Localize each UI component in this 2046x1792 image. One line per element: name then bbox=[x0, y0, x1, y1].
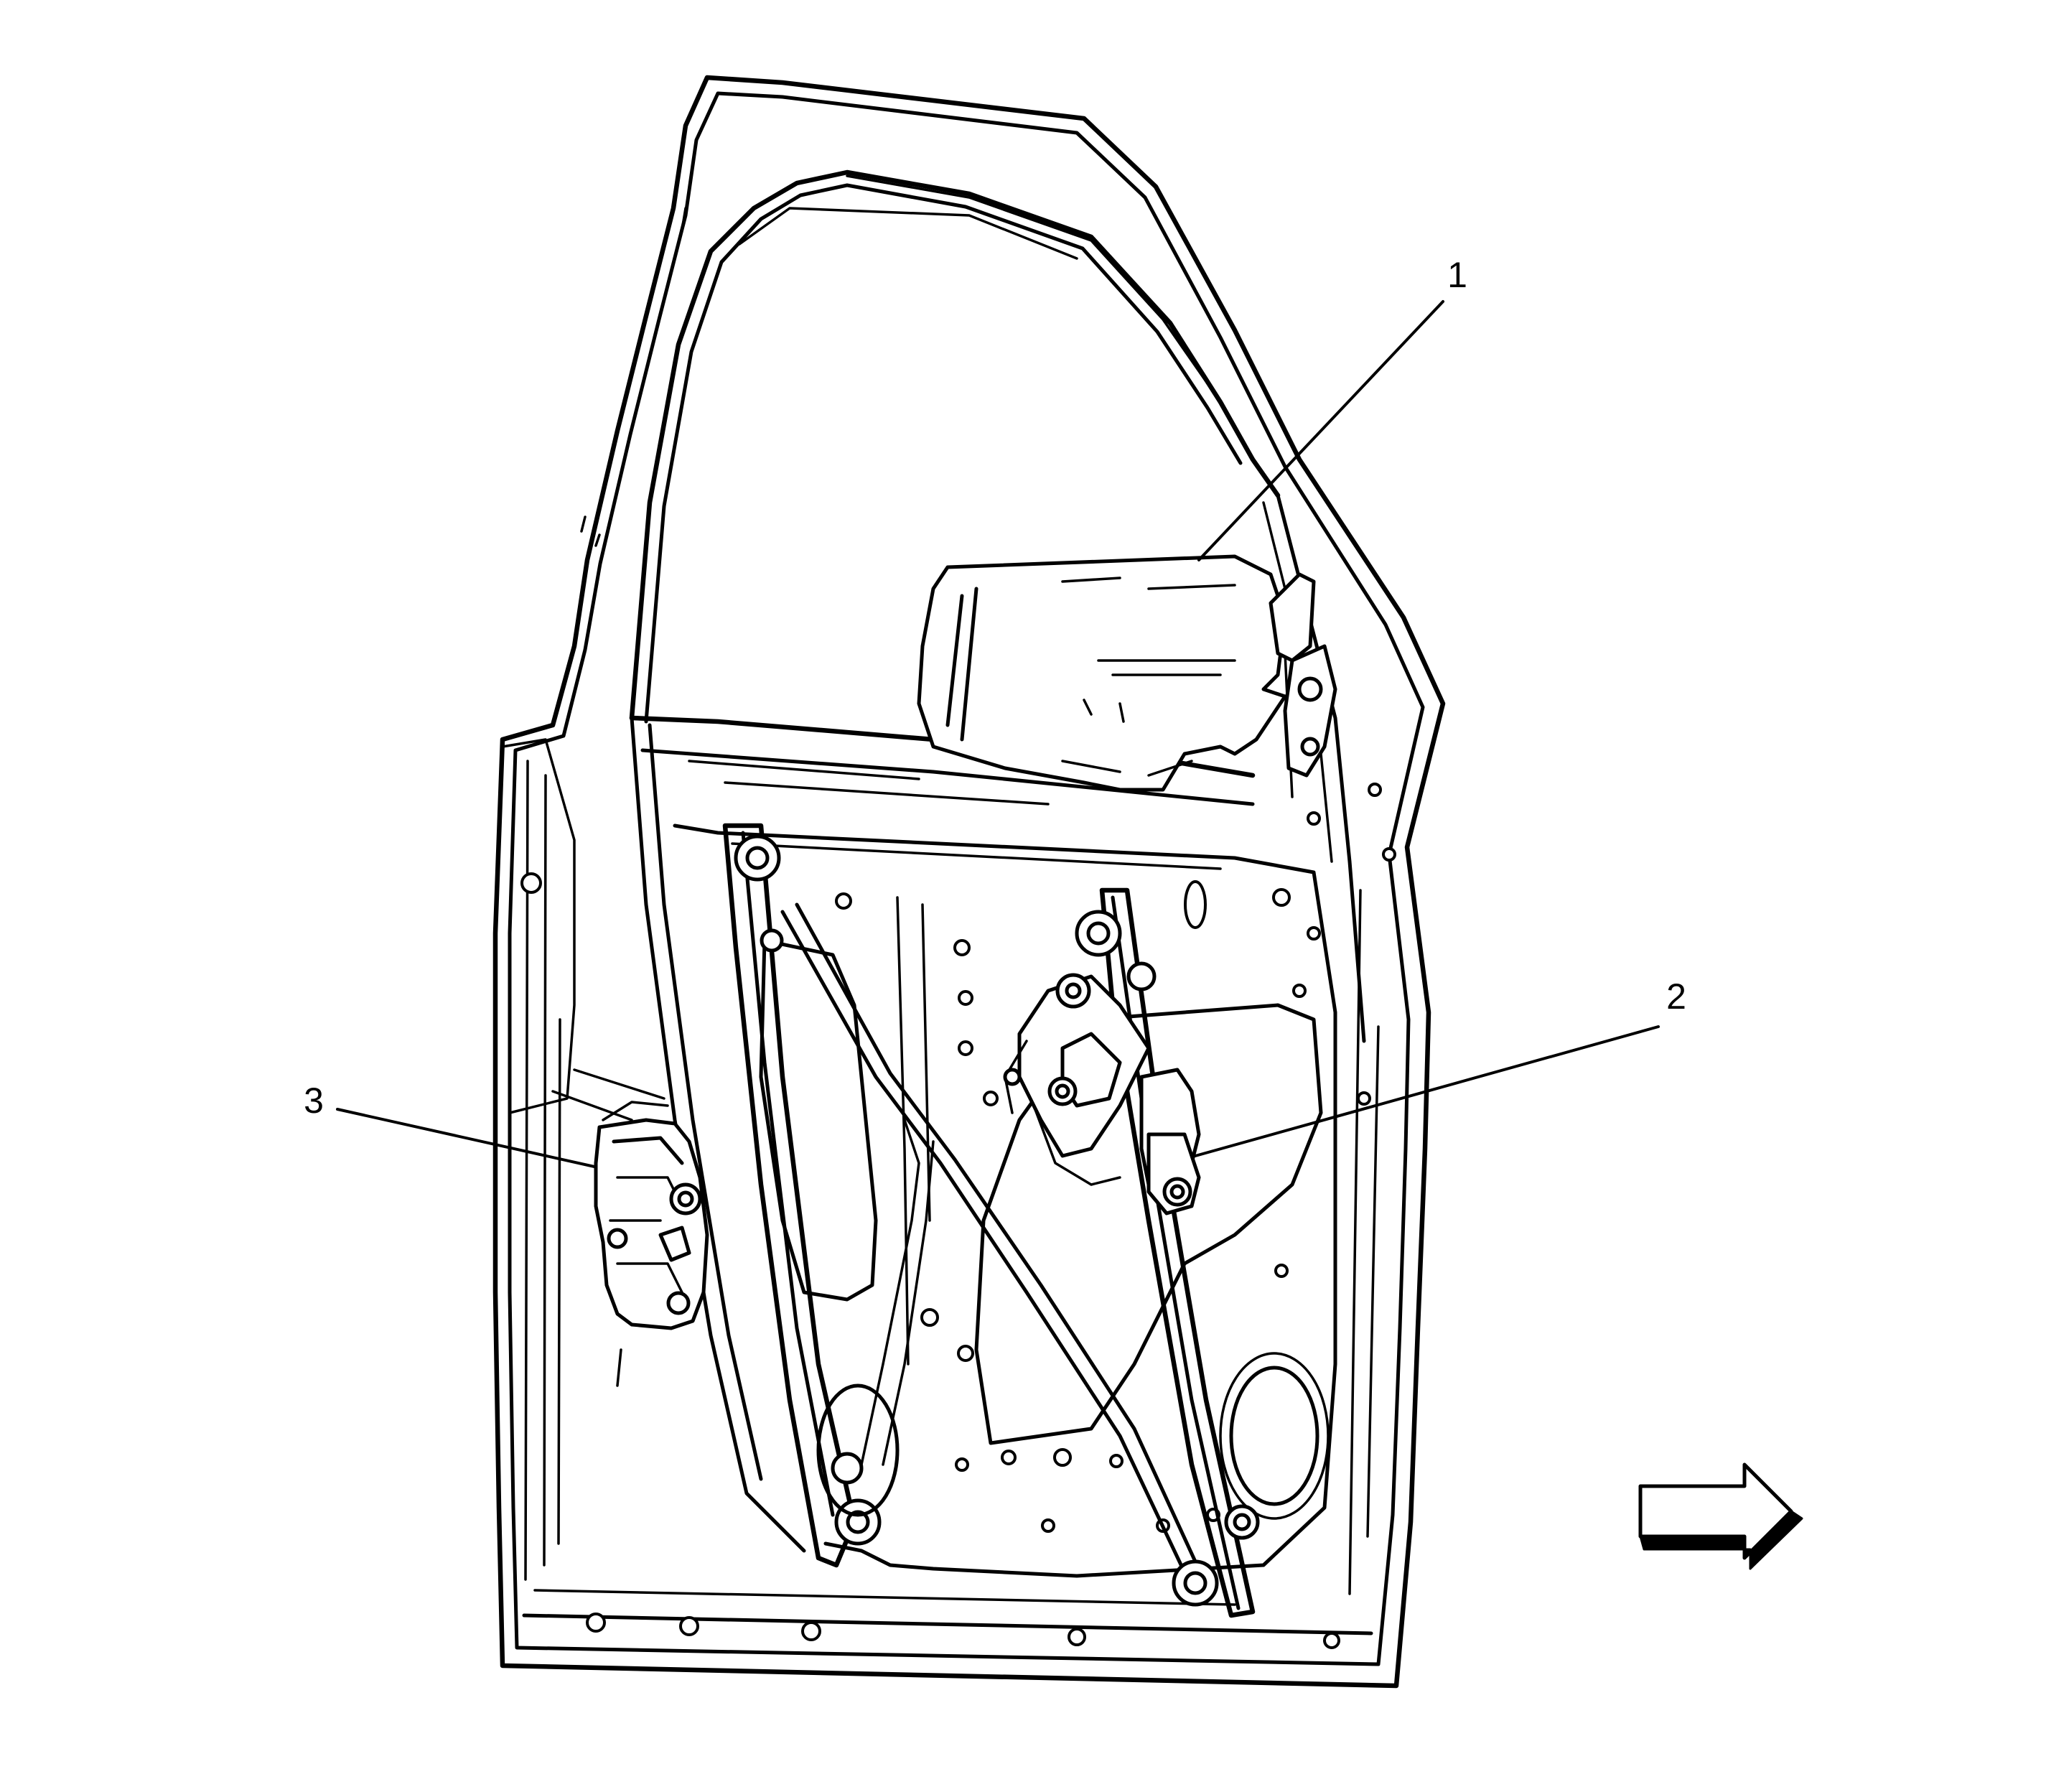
door-shell bbox=[492, 75, 1446, 1689]
door-latch bbox=[594, 1101, 709, 1330]
regulator-motor bbox=[1003, 973, 1201, 1215]
callout-3: 3 bbox=[304, 1081, 324, 1121]
leader-3 bbox=[336, 1108, 596, 1168]
leader-2 bbox=[1194, 1025, 1660, 1157]
callout-leaders bbox=[336, 300, 1660, 1168]
front-direction-arrow-icon bbox=[1638, 1462, 1803, 1570]
leader-1 bbox=[1197, 300, 1444, 561]
side-mirror bbox=[917, 554, 1337, 792]
window-regulator bbox=[722, 823, 1260, 1618]
inner-panel bbox=[501, 738, 1396, 1649]
callout-2: 2 bbox=[1666, 976, 1686, 1017]
callout-1: 1 bbox=[1447, 255, 1467, 295]
